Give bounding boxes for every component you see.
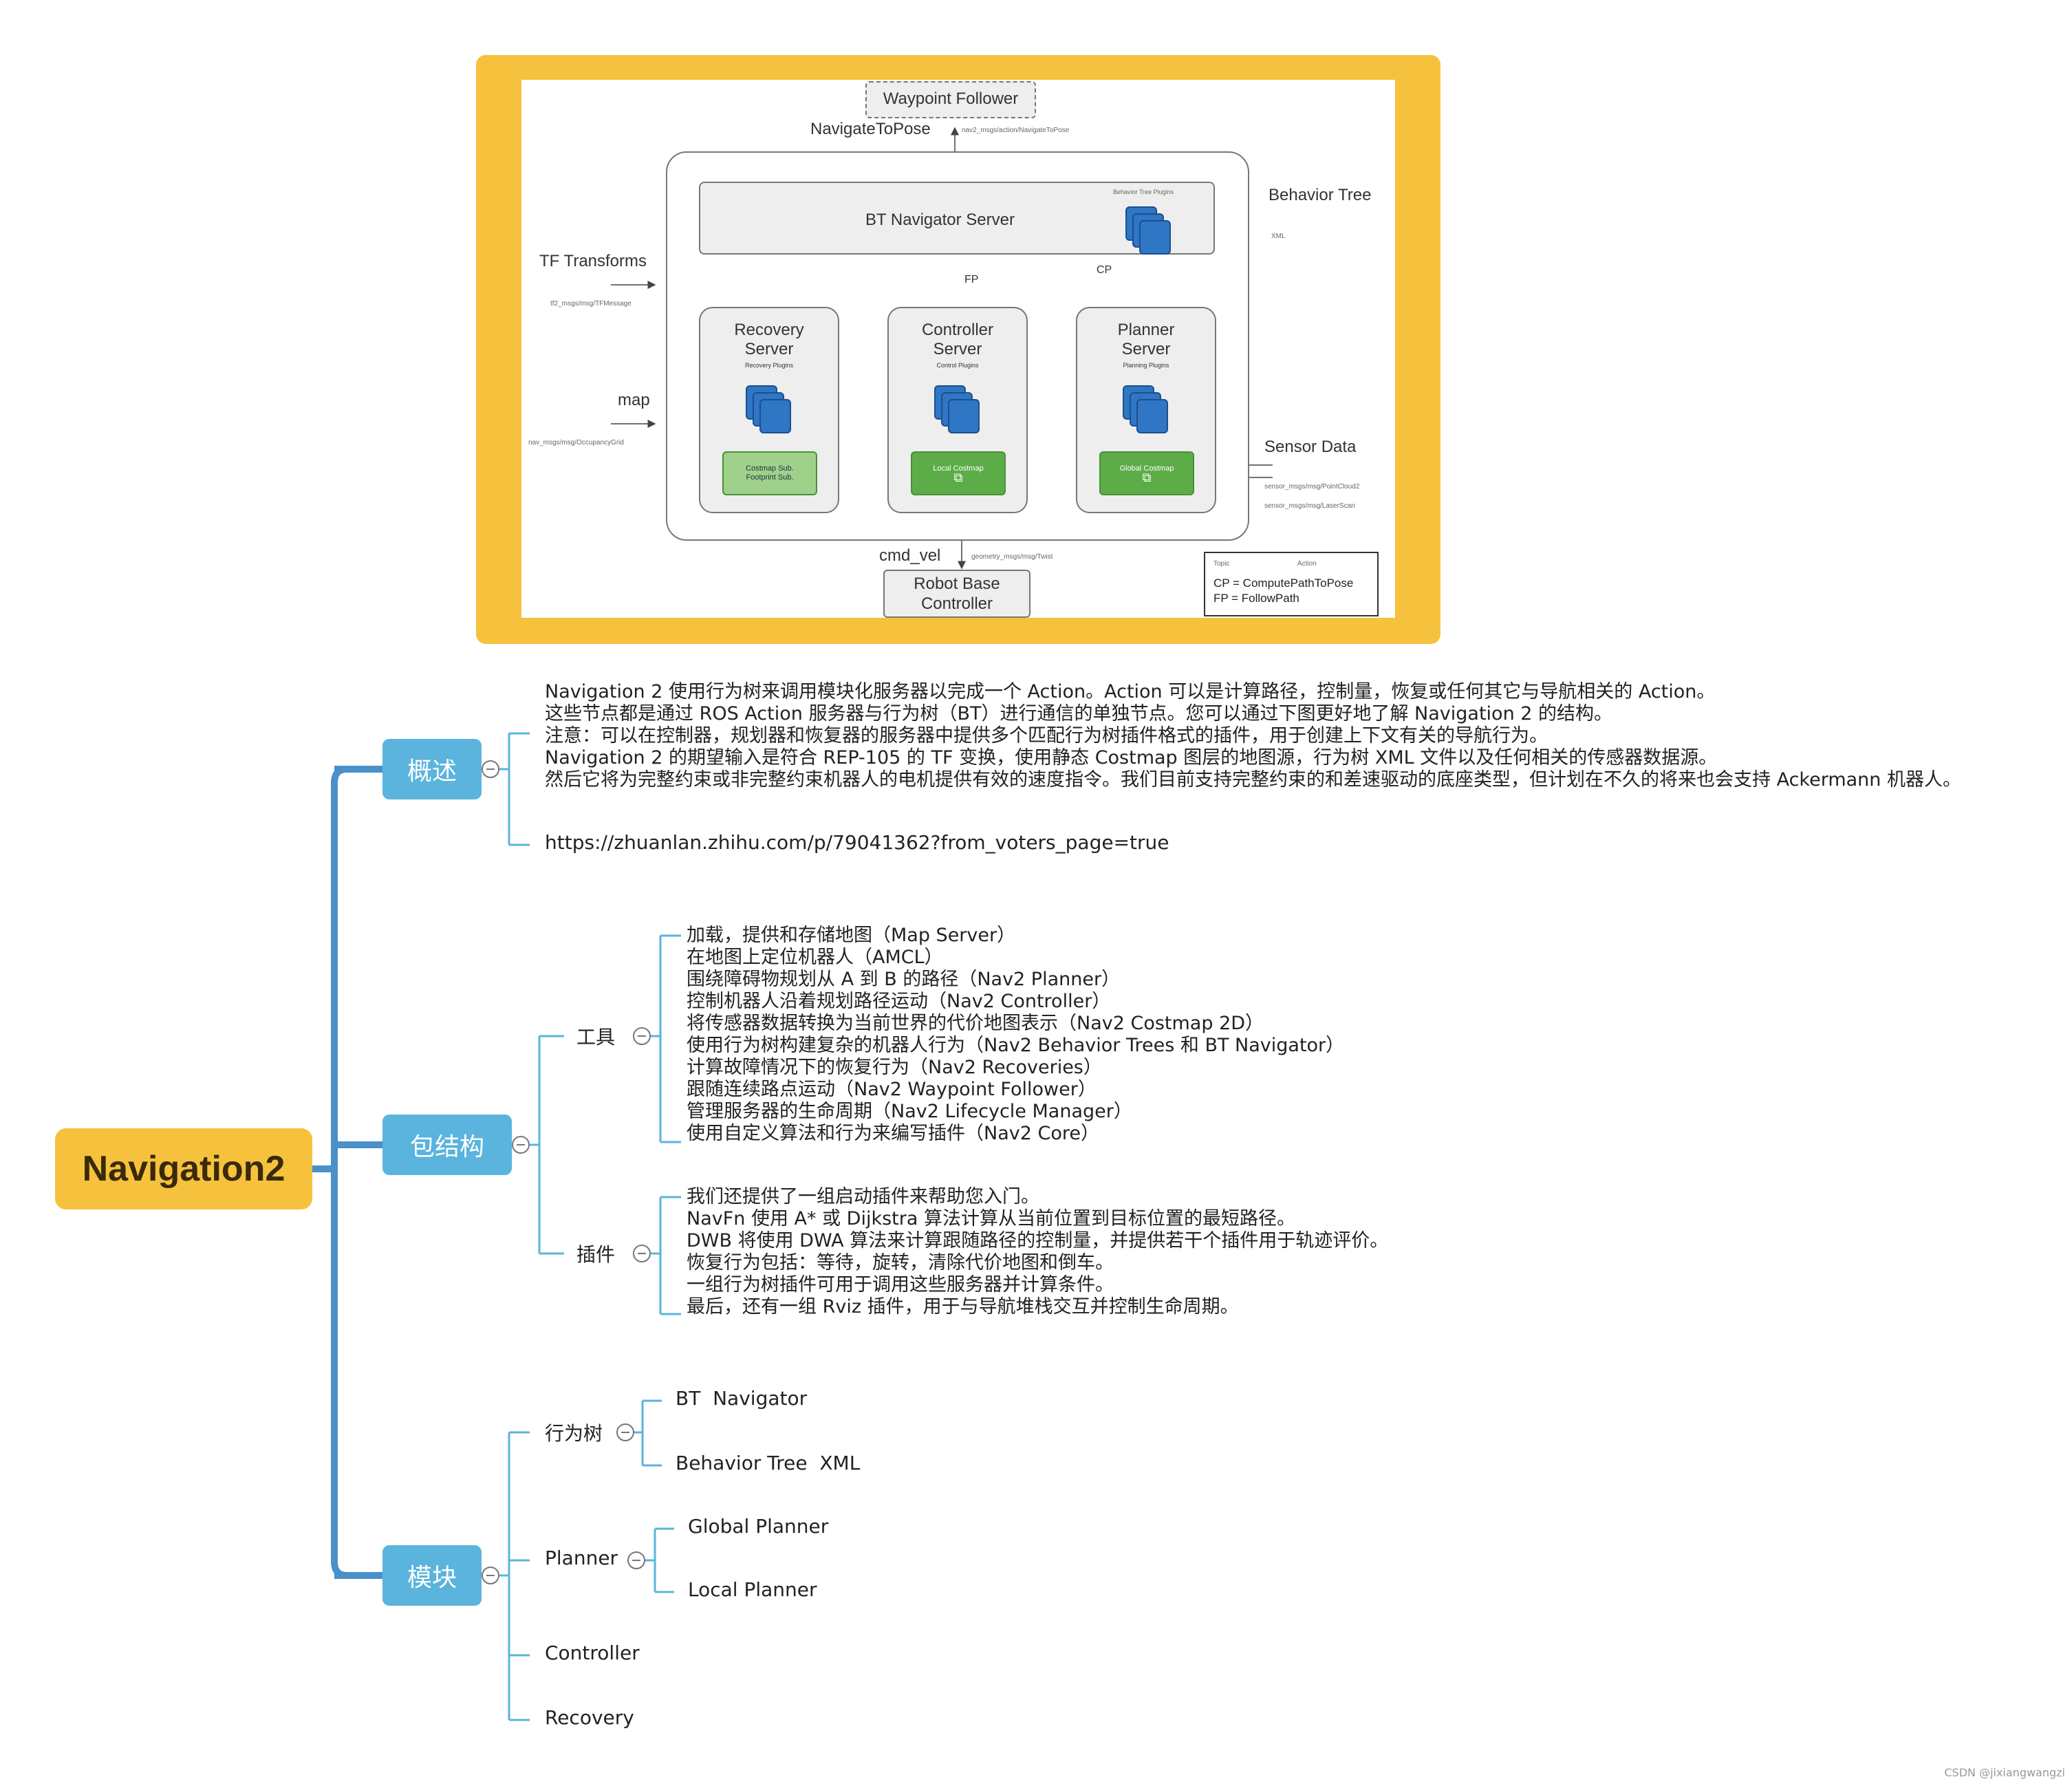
legend-box <box>1204 552 1379 616</box>
local-costmap-label: Local Costmap <box>933 464 984 473</box>
module-bt-navigator[interactable]: BT Navigator <box>676 1387 808 1410</box>
control-plugins-label: Control Plugins <box>936 362 979 369</box>
plugins-label[interactable]: 插件 <box>576 1243 616 1266</box>
legend-action-label: Action <box>1297 560 1317 568</box>
sensor-msg-pointcloud: sensor_msgs/msg/PointCloud2 <box>1264 483 1360 491</box>
recovery-plugins-label: Recovery Plugins <box>744 362 794 369</box>
navigate-to-pose-label: NavigateToPose <box>810 120 931 138</box>
tools-label[interactable]: 工具 <box>576 1026 616 1048</box>
collapse-icon[interactable] <box>633 1245 651 1262</box>
behavior-tree-xml-label: XML <box>1271 233 1286 240</box>
module-global-planner[interactable]: Global Planner <box>688 1515 829 1538</box>
package-node[interactable]: 包结构 <box>382 1115 512 1175</box>
recovery-plugin-cube-icon <box>759 399 791 433</box>
global-costmap-box: Global Costmap ⧉ <box>1099 451 1194 495</box>
legend-topic-label: Topic <box>1213 560 1230 568</box>
tools-text: 加载，提供和存储地图（Map Server） 在地图上定位机器人（AMCL） 围… <box>687 925 1345 1144</box>
planning-plugins-label: Planning Plugins <box>1123 362 1169 369</box>
cmd-vel-msg-label: geometry_msgs/msg/Twist <box>971 553 1053 561</box>
collapse-icon[interactable] <box>616 1423 634 1441</box>
waypoint-follower-label: Waypoint Follower <box>883 89 1019 108</box>
recovery-server-label: Recovery Server <box>734 321 804 358</box>
overview-node[interactable]: 概述 <box>382 739 482 799</box>
controller-server-label: Controller Server <box>921 321 994 358</box>
global-costmap-label: Global Costmap <box>1119 464 1174 473</box>
legend-fp-label: FP = FollowPath <box>1213 592 1299 605</box>
root-node[interactable]: Navigation2 <box>55 1128 312 1209</box>
bt-navigator-server-label: BT Navigator Server <box>865 211 1015 229</box>
waypoint-follower-box <box>865 81 1036 118</box>
map-label: map <box>618 391 650 409</box>
layers-icon: ⧉ <box>953 471 963 484</box>
collapse-icon[interactable] <box>627 1551 645 1569</box>
behavior-tree-plugins-label: Behavior Tree Plugins <box>1113 189 1174 195</box>
module-behavior-tree[interactable]: 行为树 <box>545 1422 603 1445</box>
navigate-to-pose-msg: nav2_msgs/action/NavigateToPose <box>962 127 1070 134</box>
tf-msg-label: tf2_msgs/msg/TFMessage <box>550 300 632 308</box>
planner-server-label: Planner Server <box>1117 321 1175 358</box>
cp-label: CP <box>1097 264 1112 276</box>
collapse-icon[interactable] <box>512 1136 530 1154</box>
module-planner[interactable]: Planner <box>545 1547 618 1569</box>
legend-cp-label: CP = ComputePathToPose <box>1213 577 1354 590</box>
fp-label: FP <box>964 274 979 286</box>
module-recovery[interactable]: Recovery <box>545 1706 634 1729</box>
map-msg-label: nav_msgs/msg/OccupancyGrid <box>528 439 624 446</box>
collapse-icon[interactable] <box>633 1027 651 1045</box>
module-local-planner[interactable]: Local Planner <box>688 1578 817 1601</box>
watermark: CSDN @jixiangwangzi <box>1944 1766 2065 1779</box>
controller-plugin-cube-icon <box>948 399 980 433</box>
bt-plugin-cube-icon <box>1139 220 1171 255</box>
plugins-text: 我们还提供了一组启动插件来帮助您入门。 NavFn 使用 A* 或 Dijkst… <box>687 1186 1389 1317</box>
collapse-icon[interactable] <box>482 1567 499 1584</box>
overview-link[interactable]: https://zhuanlan.zhihu.com/p/79041362?fr… <box>545 831 1169 854</box>
module-behavior-tree-xml[interactable]: Behavior Tree XML <box>676 1452 861 1474</box>
cmd-vel-label: cmd_vel <box>879 546 941 565</box>
collapse-icon[interactable] <box>482 760 499 778</box>
behavior-tree-label: Behavior Tree <box>1269 186 1372 204</box>
sensor-msg-laserscan: sensor_msgs/msg/LaserScan <box>1264 502 1355 510</box>
tf-transforms-label: TF Transforms <box>539 252 647 270</box>
layers-icon: ⧉ <box>1142 471 1152 484</box>
module-controller[interactable]: Controller <box>545 1642 640 1664</box>
nav2-architecture-diagram: Waypoint Follower NavigateToPose nav2_ms… <box>521 80 1395 618</box>
robot-base-controller-label: Robot Base Controller <box>914 574 1000 613</box>
local-costmap-box: Local Costmap ⧉ <box>911 451 1006 495</box>
robot-base-controller-box <box>883 570 1030 618</box>
sensor-data-label: Sensor Data <box>1264 438 1357 456</box>
modules-node[interactable]: 模块 <box>382 1545 482 1606</box>
costmap-sub-box: Costmap Sub. Footprint Sub. <box>722 451 817 495</box>
overview-text: Navigation 2 使用行为树来调用模块化服务器以完成一个 Action。… <box>545 681 1961 790</box>
planner-plugin-cube-icon <box>1136 399 1168 433</box>
